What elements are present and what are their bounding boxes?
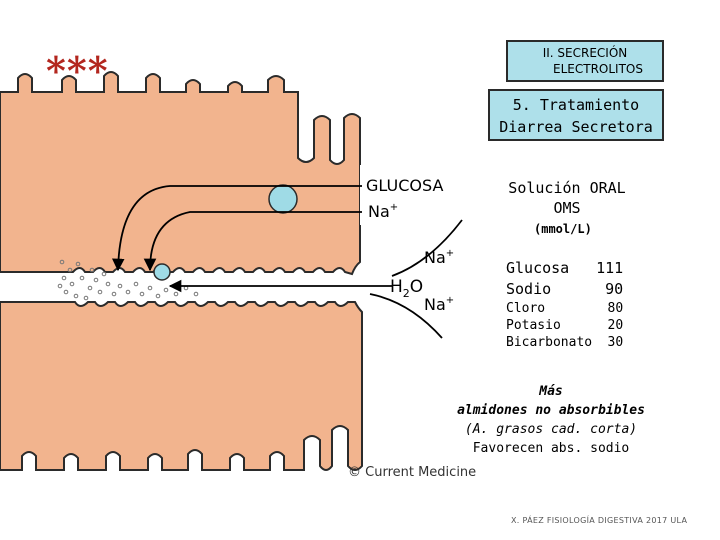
section-box: II. SECRECIÓN ELECTROLITOS <box>506 40 664 82</box>
channel-circle <box>153 263 171 281</box>
notes-line-3: (A. grasos cad. corta) <box>464 422 638 437</box>
table-row: Cloro 80 <box>506 300 623 317</box>
sodium-arrow <box>143 211 362 272</box>
section-line-2: ELECTROLITOS <box>553 62 643 76</box>
unit-label: (mmol/L) <box>534 222 592 236</box>
notes-line-4: Favorecen abs. sodio <box>472 441 630 456</box>
component-value: 30 <box>607 335 624 350</box>
component-name: Bicarbonato <box>506 335 593 350</box>
oral-title-line-2: OMS <box>553 199 581 217</box>
cotransporter-circle <box>268 184 298 214</box>
component-name: Glucosa <box>506 259 570 277</box>
section-line-1: II. SECRECIÓN <box>542 46 628 60</box>
component-name: Potasio <box>506 318 561 333</box>
table-row: Potasio 20 <box>506 317 623 334</box>
oral-solution-title: Solución ORAL OMS <box>492 178 642 218</box>
component-value: 20 <box>607 318 624 333</box>
image-credit: © Current Medicine <box>348 465 477 480</box>
component-value: 111 <box>596 259 624 277</box>
component-value: 90 <box>605 280 624 298</box>
component-name: Cloro <box>506 301 546 316</box>
upper-flow-curve <box>391 219 463 277</box>
oral-title-line-1: Solución ORAL <box>508 179 626 197</box>
footer-text: X. PÁEZ FISIOLOGÍA DIGESTIVA 2017 ULA <box>511 516 688 525</box>
table-row: Glucosa 111 <box>506 258 623 279</box>
notes-line-2: almidones no absorbibles <box>457 403 645 418</box>
upper-cell <box>0 71 361 276</box>
topic-line-1: 5. Tratamiento <box>512 96 640 114</box>
na-upper-label: Na+ <box>424 248 454 267</box>
composition-table: Glucosa 111 Sodio 90 Cloro 80 Potasio 20… <box>506 258 623 351</box>
component-value: 80 <box>607 301 624 316</box>
lower-cell <box>0 301 363 471</box>
component-name: Sodio <box>506 280 552 298</box>
table-row: Bicarbonato 30 <box>506 334 623 351</box>
lower-flow-curve <box>369 293 443 339</box>
table-row: Sodio 90 <box>506 279 623 300</box>
topic-line-2: Diarrea Secretora <box>499 118 653 136</box>
water-label: H2O <box>390 277 423 300</box>
topic-box: 5. Tratamiento Diarrea Secretora <box>488 89 664 141</box>
lumen-particles <box>57 259 199 301</box>
notes-block: Más almidones no absorbibles (A. grasos … <box>440 382 662 458</box>
na-label: Na+ <box>368 202 398 221</box>
glucose-arrow <box>111 185 362 272</box>
glucosa-label: GLUCOSA <box>366 176 443 195</box>
notes-line-1: Más <box>539 384 563 399</box>
na-lower-label: Na+ <box>424 295 454 314</box>
